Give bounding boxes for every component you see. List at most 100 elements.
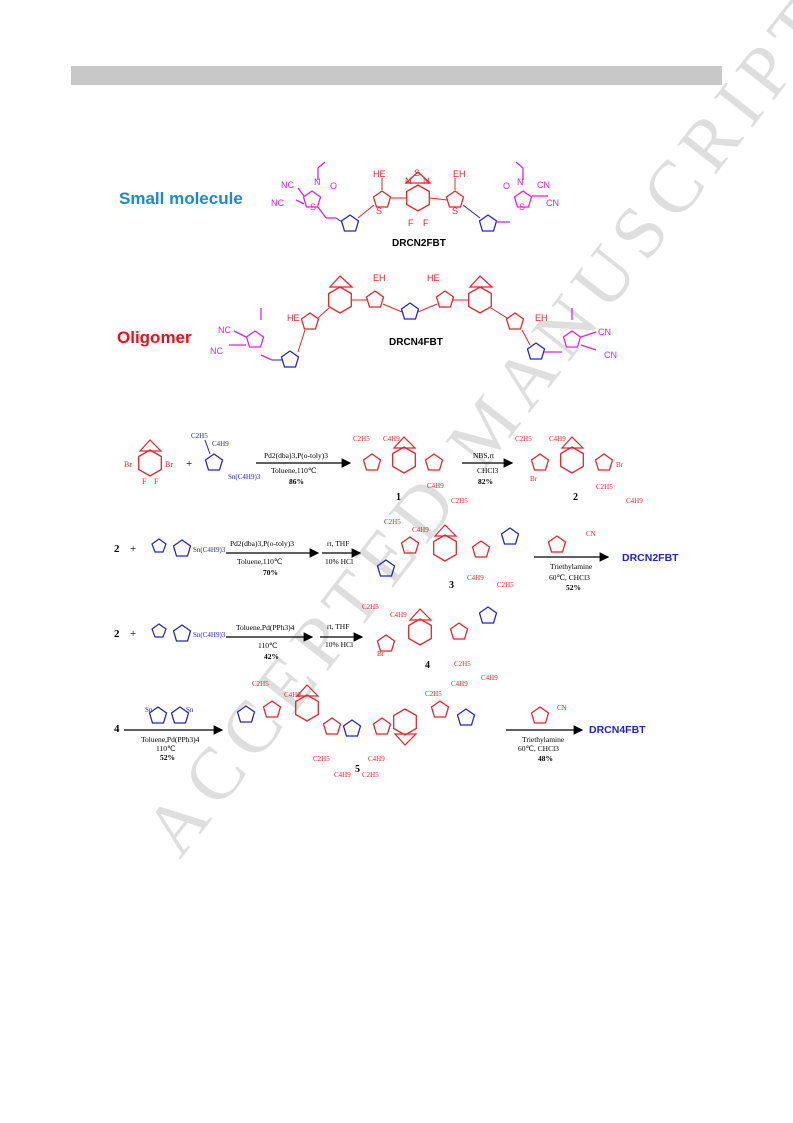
svg-text:C2H5: C2H5 <box>451 497 468 505</box>
svg-text:C4H9: C4H9 <box>427 482 444 490</box>
svg-text:CN: CN <box>598 327 611 337</box>
svg-text:C2H5: C2H5 <box>384 518 401 526</box>
oligomer-name: DRCN4FBT <box>389 337 443 348</box>
svg-text:+: + <box>186 458 192 470</box>
svg-text:C4H9: C4H9 <box>549 435 566 443</box>
svg-text:Toluene,110℃: Toluene,110℃ <box>271 466 317 475</box>
svg-text:C2H5: C2H5 <box>515 435 532 443</box>
watermark-text: ACCEPTED MANUSCRIPT <box>129 0 793 870</box>
svg-text:CHCl3: CHCl3 <box>477 466 499 475</box>
svg-text:S: S <box>310 202 316 212</box>
scheme-row-2: 2 + Sn(C4H9)3 Pd2(dba)3,P(o-toly)3 Tolue… <box>114 518 679 592</box>
svg-text:S: S <box>519 202 525 212</box>
svg-text:2: 2 <box>114 543 120 555</box>
header-bar <box>71 66 722 85</box>
svg-text:C2H5: C2H5 <box>425 690 442 698</box>
svg-text:N: N <box>423 176 430 186</box>
svg-text:C4H9: C4H9 <box>451 680 468 688</box>
svg-text:Toluene,110℃: Toluene,110℃ <box>237 557 283 566</box>
svg-text:C2H5: C2H5 <box>497 581 514 589</box>
svg-text:C2H5: C2H5 <box>353 435 370 443</box>
svg-text:110℃: 110℃ <box>258 641 278 650</box>
svg-text:NC: NC <box>281 180 294 190</box>
scheme-row-1: Br Br F F + C2H5 C4H9 Sn(C4H9)3 Pd2(dba)… <box>124 432 643 505</box>
svg-text:2: 2 <box>114 628 120 640</box>
product-drcn4fbt: DRCN4FBT <box>589 724 646 736</box>
svg-text:CN: CN <box>604 350 617 360</box>
svg-text:1: 1 <box>396 492 401 503</box>
svg-text:48%: 48% <box>538 754 553 763</box>
small-molecule-name: DRCN2FBT <box>392 238 446 249</box>
svg-text:HE: HE <box>287 313 300 323</box>
svg-text:Pd2(dba)3,P(o-toly)3: Pd2(dba)3,P(o-toly)3 <box>264 451 328 460</box>
svg-text:4: 4 <box>114 723 120 735</box>
small-molecule-structure: NC NC N O S HE EH N N S <box>271 161 559 249</box>
product-drcn2fbt: DRCN2FBT <box>622 552 679 564</box>
svg-text:52%: 52% <box>566 583 581 592</box>
svg-text:CN: CN <box>546 198 559 208</box>
svg-text:Sn(C4H9)3: Sn(C4H9)3 <box>193 546 226 554</box>
svg-text:C2H5: C2H5 <box>596 483 613 491</box>
svg-text:F: F <box>154 477 159 486</box>
svg-text:Br: Br <box>530 475 538 483</box>
svg-text:70%: 70% <box>263 568 278 577</box>
svg-text:EH: EH <box>453 169 466 179</box>
scheme-row-3: 2 + Sn(C4H9)3 Toluene,Pd(PPh3)4 110℃ 42%… <box>114 603 498 682</box>
svg-text:10% HCl: 10% HCl <box>325 557 353 566</box>
svg-text:Sn(C4H9)3: Sn(C4H9)3 <box>193 631 226 639</box>
svg-text:HE: HE <box>427 273 440 283</box>
svg-text:N: N <box>405 176 412 186</box>
svg-text:C4H9: C4H9 <box>467 574 484 582</box>
svg-text:82%: 82% <box>478 477 493 486</box>
svg-text:N: N <box>517 177 524 187</box>
svg-text:C4H9: C4H9 <box>626 497 643 505</box>
svg-text:2: 2 <box>573 492 578 503</box>
svg-text:C4H9: C4H9 <box>284 691 301 699</box>
svg-text:C2H5: C2H5 <box>454 660 471 668</box>
svg-text:C2H5: C2H5 <box>252 680 269 688</box>
svg-text:C2H5: C2H5 <box>362 771 379 779</box>
svg-text:+: + <box>130 543 136 555</box>
svg-text:Sn: Sn <box>145 706 153 714</box>
svg-text:F: F <box>423 218 429 228</box>
svg-text:Br: Br <box>616 461 624 469</box>
oligomer-heading: Oligomer <box>117 328 192 347</box>
svg-text:Pd2(dba)3,P(o-toly)3: Pd2(dba)3,P(o-toly)3 <box>230 539 294 548</box>
svg-text:HE: HE <box>373 169 386 179</box>
svg-text:rt, THF: rt, THF <box>327 539 349 548</box>
svg-text:10% HCl: 10% HCl <box>325 640 353 649</box>
svg-text:C4H9: C4H9 <box>390 611 407 619</box>
svg-text:Sn: Sn <box>186 706 194 714</box>
svg-text:C4H9: C4H9 <box>368 755 385 763</box>
svg-text:O: O <box>330 181 337 191</box>
svg-text:NBS,rt: NBS,rt <box>473 451 495 460</box>
svg-text:42%: 42% <box>264 652 279 661</box>
svg-text:60℃, CHCl3: 60℃, CHCl3 <box>549 573 590 582</box>
svg-text:Toluene,Pd(PPh3)4: Toluene,Pd(PPh3)4 <box>141 735 200 744</box>
svg-text:110℃: 110℃ <box>156 744 176 753</box>
svg-text:Triethylamine: Triethylamine <box>522 735 565 744</box>
svg-text:S: S <box>414 168 420 178</box>
svg-text:C2H5: C2H5 <box>191 432 208 440</box>
svg-text:60℃, CHCl3: 60℃, CHCl3 <box>518 744 559 753</box>
svg-text:NC: NC <box>218 325 231 335</box>
svg-text:NC: NC <box>271 198 284 208</box>
svg-text:O: O <box>503 181 510 191</box>
svg-text:86%: 86% <box>289 477 304 486</box>
svg-text:C4H9: C4H9 <box>481 674 498 682</box>
svg-text:F: F <box>142 477 147 486</box>
svg-text:F: F <box>408 218 414 228</box>
svg-text:3: 3 <box>449 580 454 591</box>
svg-text:Sn(C4H9)3: Sn(C4H9)3 <box>228 473 261 481</box>
svg-text:C4H9: C4H9 <box>212 440 229 448</box>
svg-text:CN: CN <box>557 704 567 712</box>
svg-text:CN: CN <box>586 530 596 538</box>
svg-text:rt, THF: rt, THF <box>327 622 349 631</box>
svg-text:4: 4 <box>425 660 430 671</box>
svg-text:Br: Br <box>377 650 385 658</box>
svg-text:+: + <box>130 628 136 640</box>
svg-text:C4H9: C4H9 <box>412 526 429 534</box>
svg-text:Br: Br <box>124 460 132 469</box>
small-molecule-nc-1: NC NC N O S <box>271 177 337 212</box>
